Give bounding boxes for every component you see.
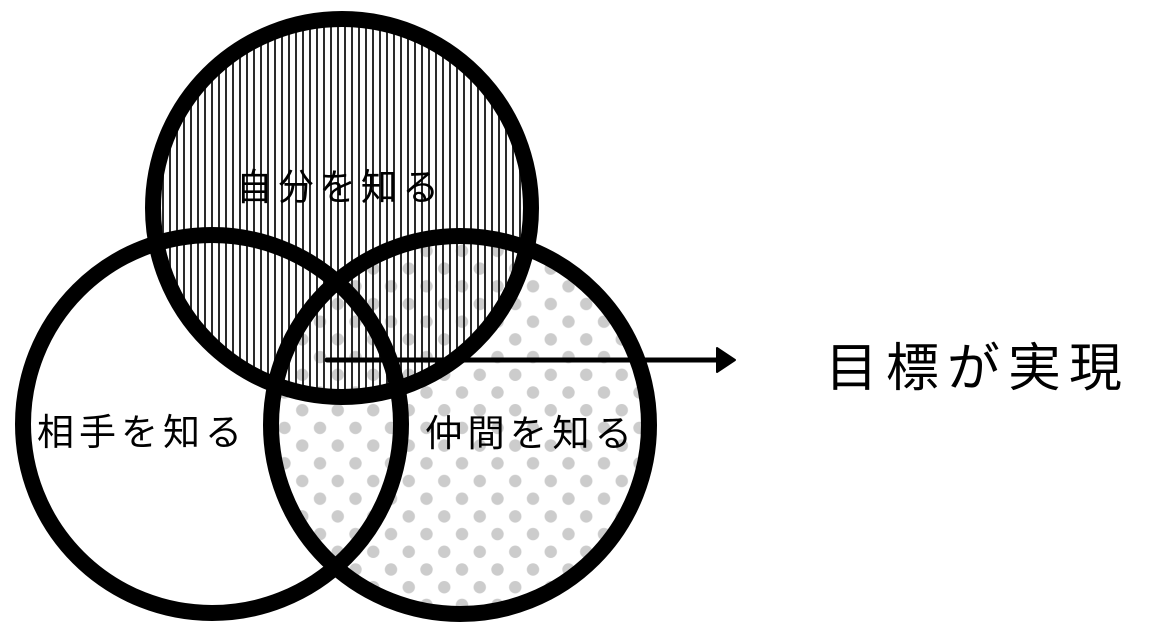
peers-circle-outline <box>263 228 657 622</box>
self-circle-outline <box>145 11 539 405</box>
arrow-to-result <box>324 347 736 373</box>
arrow-head-icon <box>716 347 736 373</box>
self-circle-fill <box>153 19 531 397</box>
self-circle-label: 自分を知る <box>236 166 444 209</box>
other-circle-label: 相手を知る <box>37 411 247 454</box>
result-label: 目標が実現 <box>825 339 1130 399</box>
other-circle-outline <box>15 227 409 621</box>
peers-circle-label: 仲間を知る <box>425 412 637 455</box>
